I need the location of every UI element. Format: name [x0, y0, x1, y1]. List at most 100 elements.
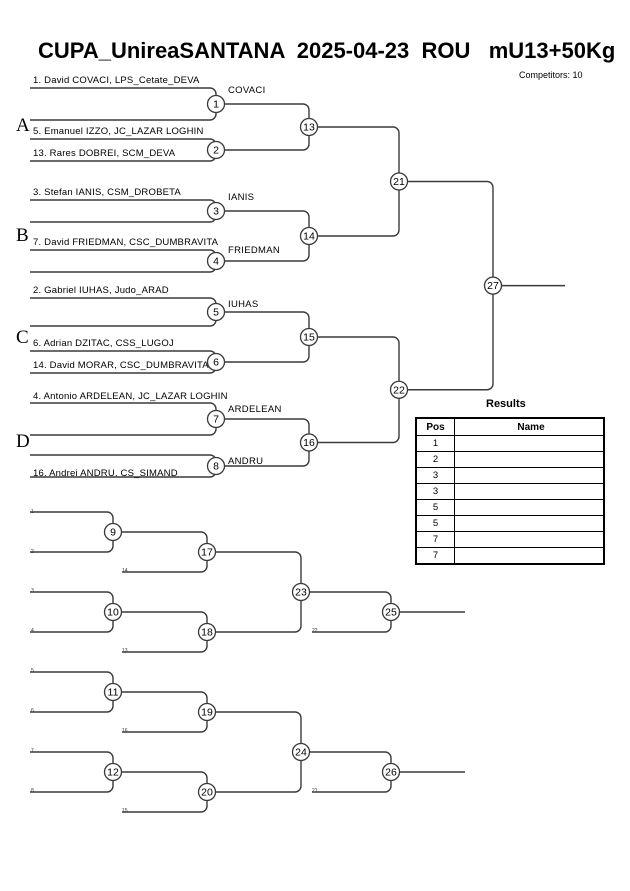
bracket-connector	[318, 336, 400, 444]
match-node[interactable]	[291, 582, 311, 602]
bracket-connector	[310, 591, 392, 633]
entrant-name: 4. Antonio ARDELEAN, JC_LAZAR LOGHIN	[33, 391, 228, 402]
winner-name: IUHAS	[228, 299, 259, 310]
results-col-name: Name	[454, 417, 605, 436]
match-number: 19	[201, 707, 213, 719]
match-node[interactable]	[381, 762, 401, 782]
winner-name: ARDELEAN	[228, 404, 282, 415]
results-name[interactable]	[454, 451, 605, 468]
match-node[interactable]	[389, 172, 409, 191]
results-row: 7	[415, 547, 605, 565]
entrant-name: 13. Rares DOBREI, SCM_DEVA	[33, 148, 176, 159]
bracket-connector	[216, 711, 302, 793]
bracket-connector	[30, 511, 114, 553]
match-node[interactable]	[299, 433, 319, 452]
results-pos: 1	[415, 435, 456, 452]
results-row: 1	[415, 435, 605, 452]
bracket-connector	[30, 751, 114, 793]
results-name[interactable]	[454, 515, 605, 532]
bracket-connector	[30, 297, 217, 327]
match-node[interactable]	[389, 380, 409, 399]
match-number: 16	[303, 437, 315, 449]
bracket-connector	[216, 551, 302, 633]
entrant-name: 16. Andrei ANDRU, CS_SIMAND	[33, 468, 178, 479]
results-name[interactable]	[454, 531, 605, 548]
results-row: 2	[415, 451, 605, 468]
entrant-name: 7. David FRIEDMAN, CSC_DUMBRAVITA	[33, 237, 219, 248]
match-node[interactable]	[197, 622, 217, 642]
competitors-count: Competitors: 10	[519, 70, 583, 80]
results-pos: 7	[415, 531, 456, 548]
results-name[interactable]	[454, 499, 605, 516]
bracket-connector	[30, 249, 217, 273]
repechage-loser-label: 16	[122, 728, 128, 734]
match-node[interactable]	[197, 782, 217, 802]
repechage-loser-label: 15	[122, 808, 128, 814]
match-number: 5	[213, 307, 219, 319]
match-number: 22	[393, 384, 405, 396]
match-number: 12	[107, 767, 119, 779]
match-node[interactable]	[103, 602, 123, 622]
match-node[interactable]	[103, 522, 123, 542]
match-node[interactable]	[206, 94, 226, 114]
entrant-name: 2. Gabriel IUHAS, Judo_ARAD	[33, 285, 169, 296]
bracket-connector	[30, 87, 217, 121]
entrant-name: 6. Adrian DZITAC, CSS_LUGOJ	[33, 338, 174, 349]
results-col-pos: Pos	[415, 417, 456, 436]
results-pos: 3	[415, 483, 456, 500]
repechage-semi-label: 22	[312, 628, 318, 634]
match-number: 15	[303, 332, 315, 344]
bracket-connector	[30, 454, 217, 478]
match-number: 23	[295, 587, 307, 599]
bracket-connector	[30, 402, 217, 436]
match-number: 9	[110, 527, 116, 539]
match-node[interactable]	[103, 682, 123, 702]
match-node[interactable]	[206, 409, 226, 429]
match-number: 6	[213, 357, 219, 369]
bracket-connector	[30, 591, 114, 633]
results-header-row: Pos Name	[415, 417, 605, 436]
match-number: 24	[295, 747, 307, 759]
results-row: 5	[415, 515, 605, 532]
match-node[interactable]	[197, 542, 217, 562]
repechage-semi-label: 21	[312, 788, 318, 794]
match-node[interactable]	[299, 226, 319, 246]
match-node[interactable]	[206, 352, 226, 372]
entrant-name: 1. David COVACI, LPS_Cetate_DEVA	[33, 75, 200, 86]
bracket-connector	[122, 531, 208, 573]
final-match-node[interactable]	[483, 276, 503, 295]
repechage-slot-label: 8	[31, 788, 34, 794]
match-node[interactable]	[299, 117, 319, 137]
match-node[interactable]	[206, 201, 226, 221]
results-title: Results	[486, 398, 526, 410]
results-pos: 7	[415, 547, 456, 565]
results-pos: 3	[415, 467, 456, 484]
match-node[interactable]	[197, 702, 217, 722]
match-node[interactable]	[206, 456, 226, 476]
match-number: 17	[201, 547, 213, 559]
results-row: 3	[415, 467, 605, 484]
results-name[interactable]	[454, 467, 605, 484]
bracket-connector	[408, 180, 494, 391]
bracket-connector	[122, 771, 208, 813]
match-node[interactable]	[381, 602, 401, 622]
match-node[interactable]	[206, 140, 226, 160]
results-name[interactable]	[454, 483, 605, 500]
match-node[interactable]	[299, 327, 319, 347]
bracket-connector	[30, 350, 217, 374]
pool-label-d: D	[16, 431, 30, 452]
pool-label-b: B	[16, 225, 29, 246]
match-node[interactable]	[206, 251, 226, 271]
entrant-name: 14. David MORAR, CSC_DUMBRAVITA	[33, 360, 209, 371]
results-name[interactable]	[454, 435, 605, 452]
match-node[interactable]	[206, 302, 226, 322]
results-pos: 5	[415, 499, 456, 516]
match-number: 7	[213, 414, 219, 426]
match-node[interactable]	[103, 762, 123, 782]
results-name[interactable]	[454, 547, 605, 565]
match-node[interactable]	[291, 742, 311, 762]
winner-name: IANIS	[228, 192, 255, 203]
match-number: 2	[213, 145, 219, 157]
entrant-name: 5. Emanuel IZZO, JC_LAZAR LOGHIN	[33, 126, 204, 137]
